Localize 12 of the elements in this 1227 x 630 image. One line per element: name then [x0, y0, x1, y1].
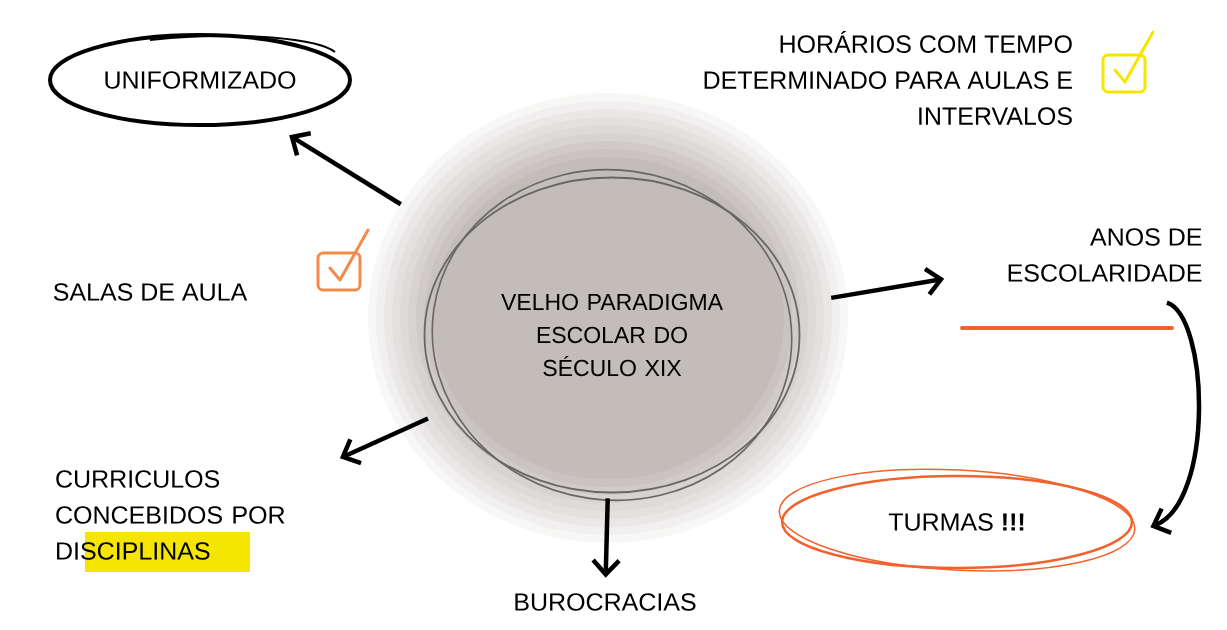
circled-title: VELHO PARADIGMA ESCOLAR DO SÉCULO XIX [423, 168, 801, 502]
arrow [1150, 300, 1202, 535]
text-label: ANOS DE ESCOLARIDADE [1008, 228, 1202, 282]
text-label: HORÁRIOS COM TEMPO DETERMINADO PARA AULAS E INTERVALOS [704, 31, 1072, 125]
circled-word: TURMAS !!! [778, 468, 1136, 572]
arrow [830, 266, 945, 301]
arrow [289, 131, 402, 207]
text-label: BUROCRACIAS [515, 593, 696, 611]
circled-word: UNIFORMIZADO [48, 33, 352, 127]
arrow [339, 416, 429, 466]
arrow [591, 498, 621, 578]
text-label: SALAS DE AULA [53, 283, 248, 301]
